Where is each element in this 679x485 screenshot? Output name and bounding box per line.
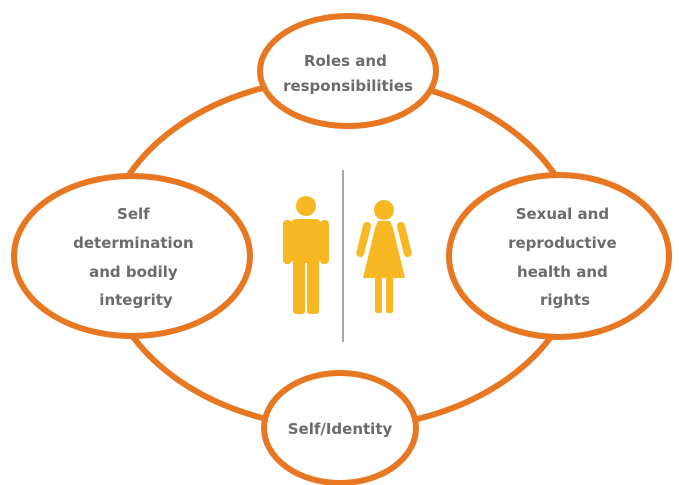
node-sexual-reproductive-health: Sexual and reproductive health and right… [446,172,672,340]
node-sexual-reproductive-health-ellipse [446,172,672,340]
node-right-line-4: rights [540,291,590,309]
svg-text:Roles and responsibiliti: Roles and responsibilities [283,52,413,95]
male-person-icon [283,196,329,314]
svg-text:Sexual and reproductive: Sexual and reproductive health and right… [508,205,622,309]
node-self-determination-ellipse [11,173,253,339]
female-person-icon [356,200,412,313]
node-top-line-1: Roles and [304,52,387,70]
node-left-line-4: integrity [99,291,173,309]
node-right-line-2: reproductive [508,234,617,252]
node-self-identity: Self/Identity [261,370,419,485]
node-right-line-3: health and [517,263,608,281]
node-roles-and-responsibilities-ellipse [257,13,439,129]
node-top-line-2: responsibilities [283,77,413,95]
node-self-determination: Self determination and bodily integrity [11,173,253,339]
node-roles-and-responsibilities: Roles and responsibilities [257,13,439,129]
node-right-line-1: Sexual and [516,205,609,223]
svg-text:Self/Identity: Self/Identity [288,420,393,438]
node-left-line-1: Self [117,205,150,223]
svg-text:Self determination: Self determination and bodily integrity [73,205,199,309]
node-self-identity-ellipse [261,370,419,485]
node-bottom-line-1: Self/Identity [288,420,393,438]
node-left-line-3: and bodily [89,263,178,281]
node-left-line-2: determination [73,234,194,252]
